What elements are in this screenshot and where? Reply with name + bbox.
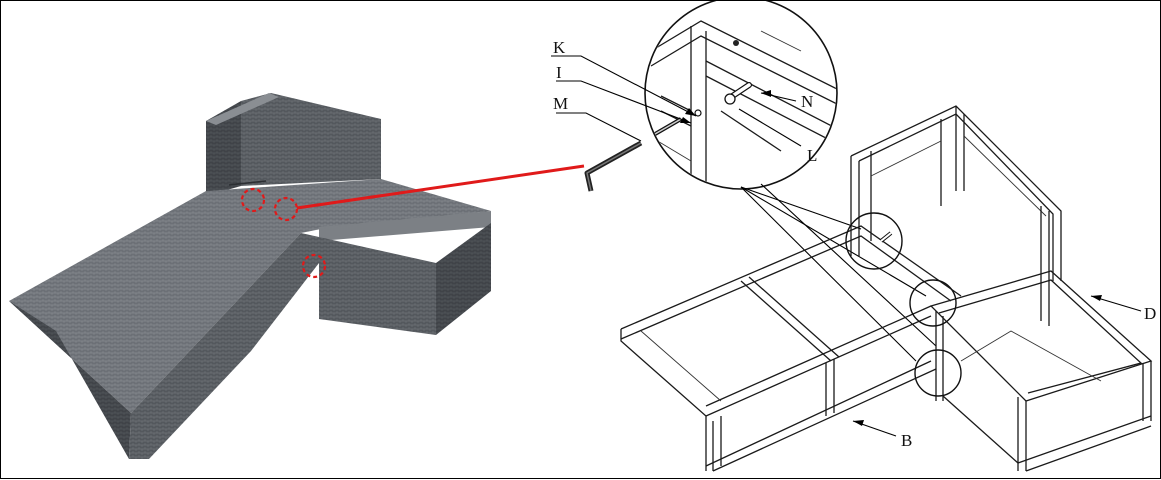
part-leaders <box>551 55 802 147</box>
sofa-ottoman-side <box>436 223 491 335</box>
label-d: D <box>1144 304 1156 323</box>
label-k: K <box>553 38 566 57</box>
label-l: L <box>807 146 817 165</box>
red-connector-line <box>296 164 585 210</box>
detail-circle <box>644 1 838 190</box>
label-n: N <box>801 92 813 111</box>
sofa-photo <box>9 93 491 459</box>
detail-magnifier <box>644 1 838 190</box>
sofa-ottoman-face <box>319 237 436 335</box>
marker-circle-1 <box>240 187 266 213</box>
sofa-backrest-side <box>206 101 241 196</box>
joint-circle-1 <box>845 212 903 270</box>
sofa-backrest-top <box>206 93 279 125</box>
metal-frame <box>620 105 1153 472</box>
marker-circle-3 <box>301 253 327 279</box>
label-b: B <box>901 431 912 450</box>
marker-circle-2 <box>273 196 299 222</box>
frame-leaders <box>852 295 1142 437</box>
joint-callouts <box>845 212 962 397</box>
detail-callout-lines <box>740 183 937 362</box>
joint-circle-2 <box>909 279 957 327</box>
label-i: I <box>556 63 562 82</box>
label-m: M <box>553 94 568 113</box>
sofa-backrest-front <box>241 93 381 186</box>
sofa-chaise-side <box>129 233 319 459</box>
highlight-markers <box>240 164 585 279</box>
allen-key <box>584 140 643 192</box>
joint-circle-3 <box>914 349 962 397</box>
sofa-ottoman-front <box>319 211 491 241</box>
sofa-seat-top <box>9 179 491 413</box>
